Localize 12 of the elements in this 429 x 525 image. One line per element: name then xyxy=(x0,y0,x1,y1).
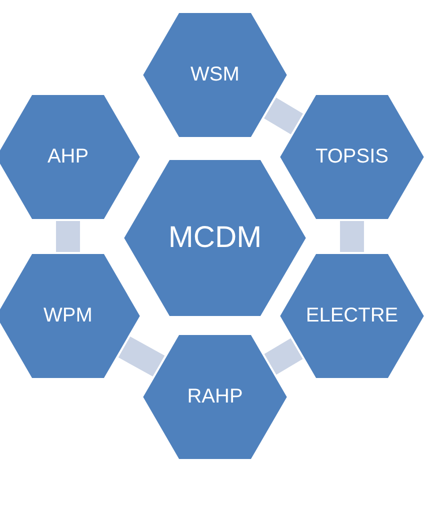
connector-band xyxy=(264,98,304,134)
hexagon-label: TOPSIS xyxy=(316,146,388,168)
hexagon-label: WPM xyxy=(44,304,92,328)
connector-band xyxy=(56,221,80,252)
hexagon-label: WSM xyxy=(190,64,240,86)
hexagon-label: MCDM xyxy=(168,221,262,255)
connector-band xyxy=(118,336,165,377)
connector-band xyxy=(264,338,303,375)
hexagon-label: ELECTRE xyxy=(306,304,398,328)
hexagon-label: RAHP xyxy=(187,386,243,408)
hexagon-label: AHP xyxy=(47,146,89,168)
connector-band xyxy=(340,221,364,252)
